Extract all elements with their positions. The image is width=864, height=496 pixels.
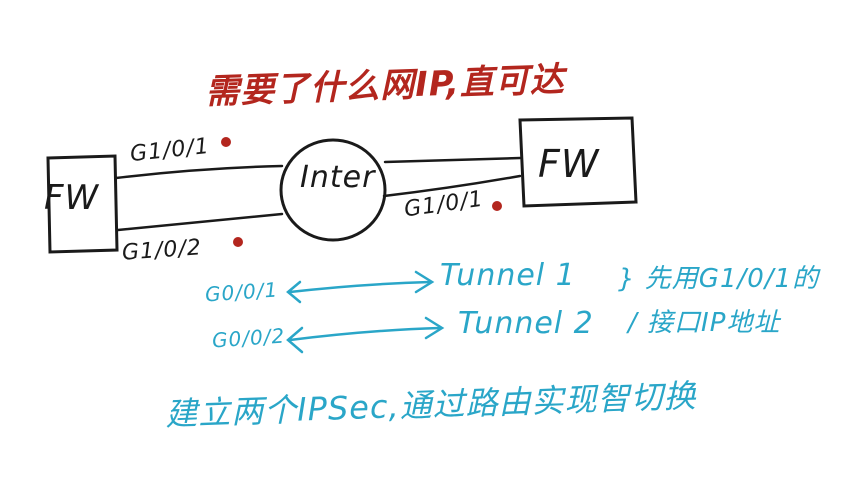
fw-right-box (518, 116, 638, 208)
arrow-tunnel2-head-left (286, 326, 304, 354)
internet-label: Inter (300, 160, 376, 195)
arrow-tunnel1 (288, 280, 432, 294)
tunnel1-label: Tunnel 1 (440, 258, 576, 293)
link-right-lower (382, 174, 522, 198)
arrow-tunnel2 (288, 326, 442, 342)
arrow-tunnel2-head-right (424, 316, 445, 340)
red-dot-lower (233, 237, 243, 247)
fw-left-box (46, 154, 119, 254)
interface-bottom-lower: G0/0/2 (211, 323, 286, 353)
link-right-upper (383, 156, 522, 164)
note-line2: / 接口IP地址 (628, 308, 781, 338)
interface-bottom-upper: G0/0/1 (204, 277, 279, 307)
arrow-tunnel1-head-left (286, 280, 302, 304)
fw-right-label: FW (538, 142, 600, 186)
link-left-lower (116, 212, 284, 232)
note-line1: } 先用G1/0/1的 (618, 264, 820, 294)
red-dot-right (492, 201, 502, 211)
tunnel2-label: Tunnel 2 (458, 306, 594, 341)
arrow-tunnel1-head-right (414, 270, 435, 294)
red-dot-upper (221, 137, 231, 147)
internet-circle (279, 138, 387, 242)
fw-left-label: FW (44, 178, 100, 218)
link-left-upper (114, 164, 284, 180)
